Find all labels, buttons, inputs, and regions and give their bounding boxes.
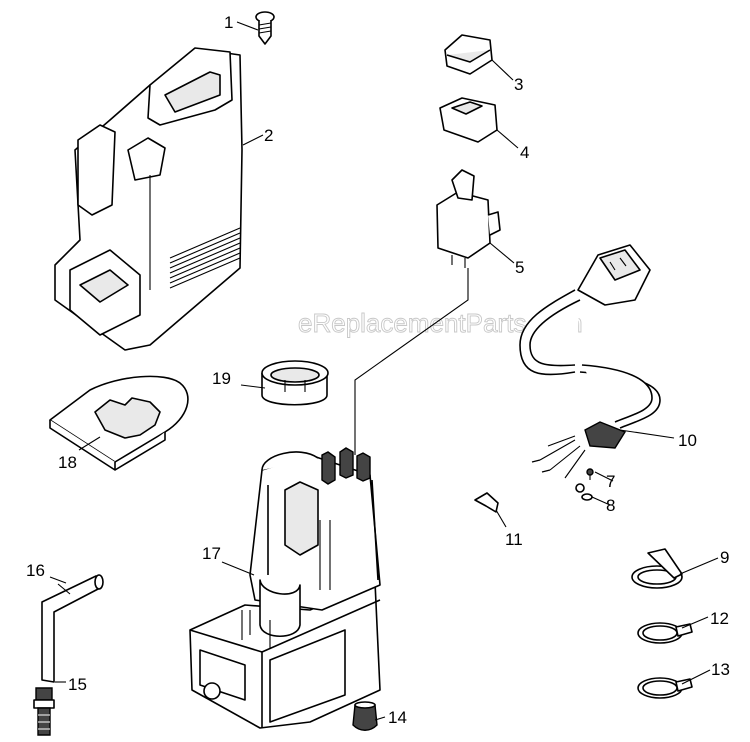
part-15-hose-connector[interactable]: [33, 687, 55, 736]
callout-13: 13: [711, 660, 730, 679]
callout-4: 4: [520, 143, 529, 162]
callout-9: 9: [720, 548, 729, 567]
callout-11: 11: [505, 530, 523, 549]
callout-12: 12: [710, 609, 729, 628]
callout-17: 17: [202, 544, 221, 563]
callout-14: 14: [388, 708, 407, 727]
callout-16: 16: [26, 561, 45, 580]
callout-10: 10: [678, 431, 697, 450]
part-12-hose-clamp[interactable]: [637, 622, 693, 644]
part-9-hose-clamp[interactable]: [631, 548, 683, 589]
callout-15: 15: [68, 675, 87, 694]
leader-lines: [49, 21, 719, 721]
part-5-switch[interactable]: [436, 169, 501, 268]
part-11-clip[interactable]: [474, 492, 499, 513]
callout-2: 2: [264, 126, 273, 145]
callout-7: 7: [606, 472, 615, 491]
part-14-foot[interactable]: [352, 701, 378, 731]
part-19-ring[interactable]: [261, 360, 329, 406]
part-1-screw[interactable]: [255, 11, 275, 45]
callout-19: 19: [212, 369, 231, 388]
part-8-washer[interactable]: [581, 493, 593, 501]
part-17-motor-housing[interactable]: [189, 447, 381, 729]
part-7-screw[interactable]: [586, 468, 594, 480]
part-2-housing-cover[interactable]: [54, 47, 243, 351]
part-13-hose-clamp[interactable]: [637, 677, 693, 699]
part-10-cable-switch-assembly[interactable]: [519, 244, 661, 493]
callout-labels: 1 2 3 4 5 7 8 9 10 11 12 13 14 15 16 17 …: [26, 13, 730, 727]
callout-1: 1: [224, 13, 233, 32]
callout-3: 3: [514, 75, 523, 94]
part-18-gasket-plate[interactable]: [49, 375, 189, 471]
callout-5: 5: [515, 258, 524, 277]
part-3-switch-cap[interactable]: [444, 34, 493, 75]
callout-8: 8: [606, 496, 615, 515]
part-4-switch-cover[interactable]: [439, 97, 498, 143]
part-16-hose-elbow[interactable]: [41, 574, 104, 683]
callout-18: 18: [58, 453, 77, 472]
